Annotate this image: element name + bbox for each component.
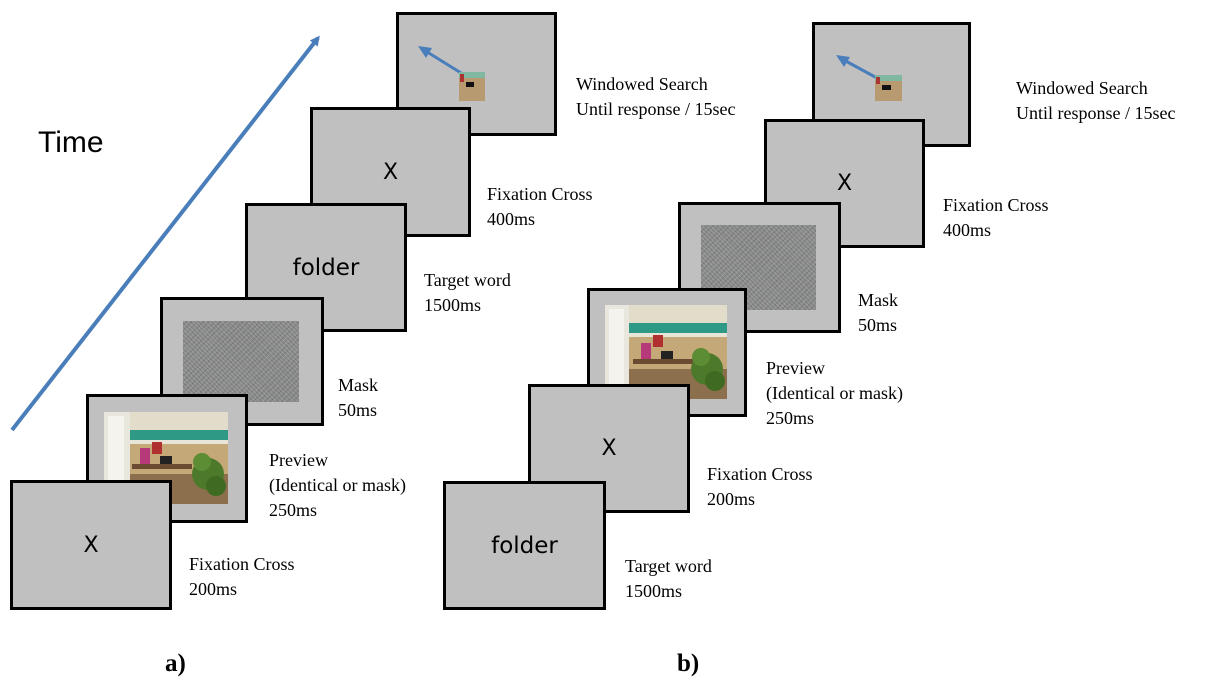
panel-b-label-fixation-2: Fixation Cross 400ms [943, 193, 1049, 243]
time-label: Time [38, 126, 104, 159]
panel-b-label-fixation-1: Fixation Cross 200ms [707, 462, 813, 512]
label-line: 1500ms [625, 581, 683, 601]
label-line: Mask [858, 290, 898, 310]
label-line: (Identical or mask) [766, 383, 903, 403]
panel-a-label-search: Windowed Search Until response / 15sec [576, 72, 735, 122]
panel-a-fixation-frame-1: X [10, 480, 172, 610]
label-line: Fixation Cross [707, 464, 813, 484]
label-line: Windowed Search [1016, 78, 1148, 98]
label-line: 250ms [269, 500, 318, 520]
panel-b-label-search: Windowed Search Until response / 15sec [1016, 76, 1175, 126]
fixation-cross: X [836, 171, 853, 196]
panel-b-label-preview: Preview (Identical or mask) 250ms [766, 356, 903, 431]
label-line: Until response / 15sec [576, 99, 736, 119]
target-word: folder [292, 254, 360, 281]
label-line: Until response / 15sec [1016, 103, 1176, 123]
label-line: 50ms [338, 400, 378, 420]
label-line: 1500ms [424, 295, 482, 315]
panel-b-label-target: Target word 1500ms [625, 554, 712, 604]
panel-a-label-mask: Mask 50ms [338, 373, 378, 423]
panel-b-label-mask: Mask 50ms [858, 288, 898, 338]
label-line: 250ms [766, 408, 815, 428]
label-line: (Identical or mask) [269, 475, 406, 495]
panel-b-preview-frame [587, 288, 747, 417]
panel-a-label-fixation-1: Fixation Cross 200ms [189, 552, 295, 602]
label-line: 200ms [707, 489, 756, 509]
panel-a-label-preview: Preview (Identical or mask) 250ms [269, 448, 406, 523]
label-line: Target word [424, 270, 511, 290]
label-line: Fixation Cross [943, 195, 1049, 215]
gaze-arrow-icon [418, 46, 485, 101]
label-line: Target word [625, 556, 712, 576]
fixation-cross: X [601, 436, 617, 461]
target-word: folder [491, 532, 558, 559]
label-line: 200ms [189, 579, 238, 599]
label-line: Preview [269, 450, 328, 470]
label-line: Mask [338, 375, 378, 395]
panel-b-letter: b) [677, 650, 700, 677]
label-line: Preview [766, 358, 825, 378]
label-line: 50ms [858, 315, 898, 335]
fixation-cross: X [382, 159, 399, 185]
gaze-arrow-icon [836, 55, 902, 101]
panel-a-label-fixation-2: Fixation Cross 400ms [487, 182, 593, 232]
noise-mask [183, 321, 299, 402]
panel-b-target-frame: folder [443, 481, 606, 610]
panel-a-label-target: Target word 1500ms [424, 268, 511, 318]
label-line: 400ms [943, 220, 992, 240]
label-line: Windowed Search [576, 74, 708, 94]
label-line: 400ms [487, 209, 536, 229]
label-line: Fixation Cross [487, 184, 593, 204]
label-line: Fixation Cross [189, 554, 295, 574]
fixation-cross: X [83, 532, 99, 558]
panel-a-letter: a) [165, 650, 186, 677]
